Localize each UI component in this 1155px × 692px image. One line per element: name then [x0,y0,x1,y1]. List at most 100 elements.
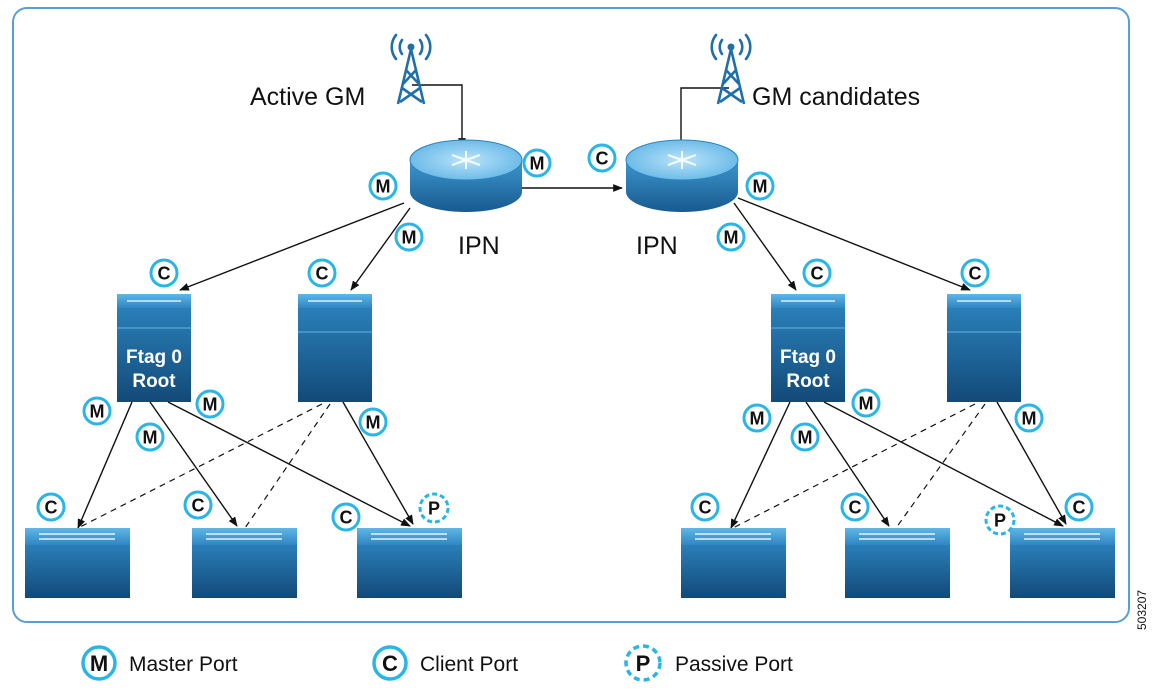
link-ipn-left-spine2 [350,207,411,291]
master-port-badge: M [742,403,772,433]
leaf-switch [681,528,786,598]
client-port-badge: C [331,502,361,532]
client-port-badge: C [1064,492,1094,522]
link-rspine1-leaf1 [730,401,791,529]
master-port-badge: M [394,222,424,252]
link-active-gm-to-ipn [412,84,466,148]
svg-text:P: P [636,651,651,676]
link-lspine1-leaf3 [167,401,411,527]
port-badges: M M M M M M M M M M M M M C C [36,143,1094,536]
svg-text:C: C [1073,498,1086,518]
spine-right-label-line1: Ftag 0 [780,347,836,368]
spine-switch-left [298,294,372,402]
svg-text:C: C [849,498,862,518]
master-port-badge: M [82,396,112,426]
link-ipn-right-spine1 [733,202,797,291]
client-port-badge: C [183,490,213,520]
svg-text:M: M [859,394,874,414]
legend-passive-icon: P [624,644,662,682]
legend-client-icon: C [372,645,408,681]
passive-port-badge: P [984,504,1016,536]
link-rspine2-leaf3 [996,401,1067,525]
svg-text:M: M [143,428,158,448]
link-lspine1-leaf1 [77,401,133,529]
master-port-badge: M [851,388,881,418]
master-port-badge: M [522,148,552,178]
ipn-label-right: IPN [636,232,678,260]
spine-left-label-line1: Ftag 0 [126,347,182,368]
leaf-switch [192,528,297,598]
link-gm-candidates-to-ipn [680,87,729,155]
passive-port-badge: P [418,492,450,524]
master-port-badge: M [745,171,775,201]
svg-text:M: M [1022,409,1037,429]
master-port-badge: M [368,171,398,201]
svg-text:P: P [428,499,440,519]
client-port-badge: C [587,143,617,173]
master-port-badge: M [790,422,820,452]
legend-master-text: Master Port [129,653,238,676]
svg-text:M: M [750,409,765,429]
client-port-badge: C [690,492,720,522]
master-port-badge: M [1014,403,1044,433]
svg-text:C: C [382,651,398,676]
spine-switch-left-root [117,294,191,402]
client-port-badge: C [149,258,179,288]
svg-text:C: C [45,498,58,518]
ipn-router-left [409,139,523,212]
spine-left-label-line2: Root [132,371,176,392]
svg-text:M: M [798,428,813,448]
diagram-frame [12,7,1130,623]
client-port-badge: C [960,258,990,288]
svg-text:M: M [753,177,768,197]
svg-text:M: M [376,177,391,197]
svg-text:M: M [90,402,105,422]
svg-text:P: P [994,511,1006,531]
svg-text:C: C [596,149,609,169]
legend: M Master Port C Client Port P Passive Po… [81,644,793,682]
svg-text:M: M [90,651,108,676]
legend-passive-text: Passive Port [675,653,793,676]
svg-text:M: M [203,395,218,415]
svg-text:C: C [969,264,982,284]
client-port-badge: C [840,492,870,522]
link-rspine1-leaf2 [805,401,890,527]
master-port-badge: M [716,222,746,252]
legend-master-icon: M [81,645,117,681]
svg-text:C: C [316,264,329,284]
master-port-badge: M [195,389,225,419]
svg-text:M: M [530,154,545,174]
svg-text:M: M [366,413,381,433]
link-ipn-right-spine2 [737,197,971,291]
leaf-switch [845,528,950,598]
svg-text:C: C [158,264,171,284]
leaf-switch [25,528,130,598]
svg-text:M: M [402,228,417,248]
ipn-router-right [625,139,739,212]
active-gm-label: Active GM [250,83,365,111]
svg-text:C: C [811,264,824,284]
passive-links [77,403,986,529]
link-ipn-left-spine1 [179,202,405,291]
link-rspine1-leaf3 [823,401,1064,527]
svg-text:C: C [699,498,712,518]
svg-text:C: C [340,508,353,528]
client-port-badge: C [307,258,337,288]
ipn-label-left: IPN [458,232,500,260]
svg-text:M: M [724,228,739,248]
master-port-badge: M [135,422,165,452]
link-lspine1-leaf2 [149,401,238,527]
client-port-badge: C [36,492,66,522]
client-port-badge: C [802,258,832,288]
legend-client-text: Client Port [420,653,518,676]
tower-icon [710,33,752,105]
leaf-switches [25,528,1115,598]
leaf-switch [1010,528,1115,598]
spine-right-label-line2: Root [786,371,830,392]
tower-icon [390,33,432,105]
master-port-badge: M [358,407,388,437]
links [77,84,1067,529]
link-lspine2-leaf3 [342,401,414,525]
gm-candidates-label: GM candidates [752,83,920,111]
